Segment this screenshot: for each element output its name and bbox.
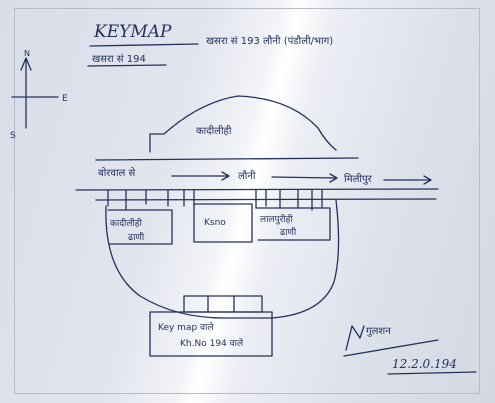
- compass-north: N: [24, 49, 30, 58]
- small-plots-row: [183, 295, 263, 313]
- road-label-right: मिलीपुर: [344, 173, 373, 185]
- road-label-mid: लौनी: [238, 170, 256, 182]
- compass-rose: N E S: [10, 49, 68, 141]
- compass-east: E: [62, 94, 68, 104]
- keymap-title: KEYMAP: [93, 22, 172, 42]
- road-arrow-1: [171, 171, 230, 181]
- signature-block: गुलशन 12.2.0.194: [343, 325, 477, 375]
- keymap-box: [149, 311, 273, 357]
- title-underline: [89, 43, 199, 47]
- road-bottom-line: [75, 188, 439, 191]
- plot-left-box: [107, 209, 173, 245]
- top-field-label: कादीलीही: [196, 125, 232, 137]
- subtitle-underline: [87, 64, 167, 67]
- plot-left-line2: ढाणी: [128, 231, 145, 243]
- keymap-box-line2: Kh.No 194 वाले: [180, 337, 244, 349]
- keymap-box-line1: Key map वाले: [158, 321, 214, 333]
- plot-center-label: Ksno: [204, 218, 226, 228]
- plot-center-box: [193, 203, 253, 243]
- road-top-line: [95, 157, 359, 161]
- top-field-boundary: [149, 95, 337, 153]
- signature-underline: [343, 339, 439, 357]
- plot-right-line2: ढाणी: [280, 226, 297, 238]
- signature-name: गुलशन: [366, 326, 391, 337]
- plot-right-line1: लालपुरीही: [260, 213, 293, 225]
- compass-south: S: [10, 131, 16, 141]
- plot-left-line1: कादीलीही: [110, 217, 143, 229]
- road-label-left: बोरवाल से: [98, 167, 135, 179]
- road-arrow-3: [383, 175, 432, 185]
- signature-stroke: [345, 325, 365, 351]
- plot-boundary-ticks: [107, 189, 323, 211]
- road-arrow-2: [271, 173, 338, 183]
- sheet-border: [14, 8, 480, 394]
- settlement-boundary: [105, 199, 340, 319]
- header-khasra-text: खसरा सं 193 लौनी (पंडौली/भाग): [206, 35, 333, 47]
- plot-right-box: [255, 207, 331, 241]
- signature-date: 12.2.0.194: [392, 357, 457, 371]
- date-underline: [387, 371, 477, 375]
- north-arrow-icon: [20, 57, 32, 71]
- header-subtitle: खसरा सं 194: [92, 53, 146, 65]
